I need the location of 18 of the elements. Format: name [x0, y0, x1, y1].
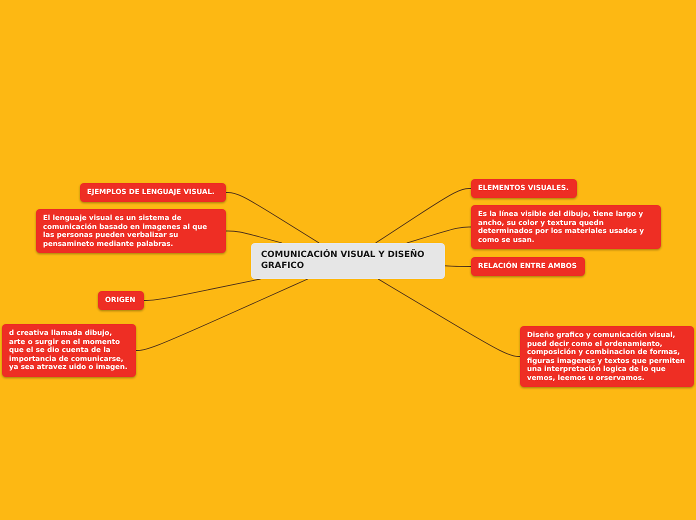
topic-box: [471, 257, 585, 276]
topic-box: [471, 205, 661, 249]
connector-line: [406, 226, 472, 244]
connector-line: [226, 230, 282, 244]
topic-box: [2, 324, 136, 377]
topic-text: COMUNICACIÓN VISUAL Y DISEÑO GRAFICO: [261, 250, 426, 272]
topic-box: [80, 183, 226, 202]
connector-line: [136, 278, 308, 351]
central-topic-box: [251, 243, 445, 279]
connector-line: [226, 192, 320, 244]
connector-line: [375, 188, 472, 244]
topic-box: [36, 209, 226, 253]
connector-line: [378, 278, 520, 357]
topic-box: [520, 326, 694, 387]
connector-line: [144, 278, 261, 301]
topic-box: [98, 291, 144, 310]
topic-box: [471, 179, 577, 198]
connector-line: [444, 265, 472, 267]
